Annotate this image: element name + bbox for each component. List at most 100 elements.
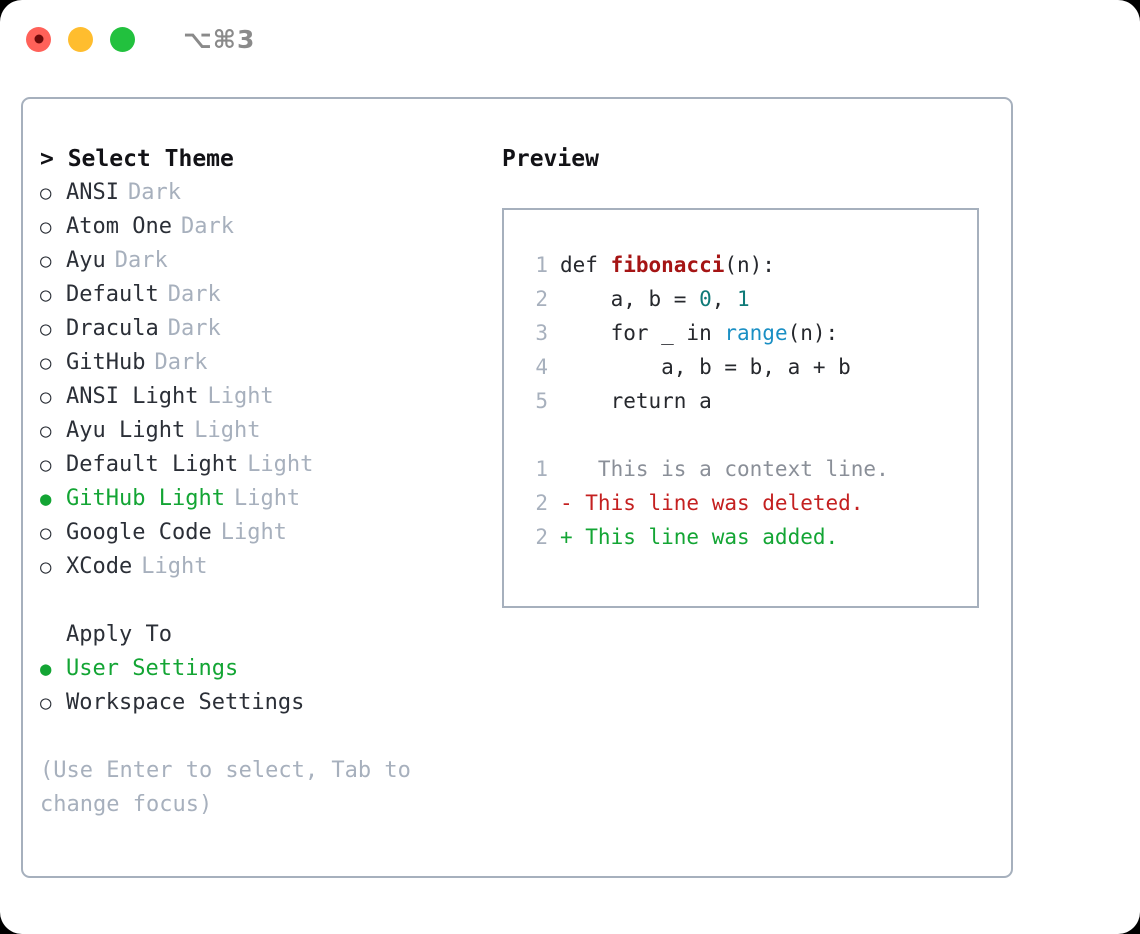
code-token-plain: for _ in <box>560 321 725 345</box>
theme-option-badge: Light <box>247 452 314 477</box>
theme-option-label: Ayu Light <box>66 418 186 443</box>
diff-line-context: 1 This is a context line. <box>522 452 977 486</box>
code-diff-gap <box>522 418 977 452</box>
theme-option-label: GitHub <box>66 350 146 375</box>
code-token-fn: fibonacci <box>610 253 725 277</box>
code-line: 4 a, b = b, a + b <box>522 350 977 384</box>
radio-unselected-icon: ○ <box>40 454 52 476</box>
diff-line-text: - This line was deleted. <box>560 491 864 515</box>
line-number: 2 <box>535 491 548 515</box>
line-number: 1 <box>535 457 548 481</box>
theme-option-label: Default Light <box>66 452 239 477</box>
theme-option-badge: Dark <box>167 316 221 341</box>
apply-to-option-label: Workspace Settings <box>66 690 305 715</box>
code-line: 3 for _ in range(n): <box>522 316 977 350</box>
radio-unselected-icon: ○ <box>40 250 52 272</box>
code-token-plain: return a <box>560 389 712 413</box>
diff-line-added: 2 + This line was added. <box>522 520 977 554</box>
theme-option-badge: Light <box>141 554 208 579</box>
radio-unselected-icon: ○ <box>40 692 52 714</box>
theme-option-label: ANSI Light <box>66 384 199 409</box>
code-token-num: 1 <box>737 287 750 311</box>
code-line-text: a, b = 0, 1 <box>560 282 750 316</box>
theme-option-label: ANSI <box>66 180 119 205</box>
close-button[interactable] <box>26 26 51 52</box>
list-spacer <box>40 584 500 618</box>
theme-option-ansi[interactable]: ○ ANSI Dark <box>40 176 500 210</box>
theme-option-label: GitHub Light <box>66 486 225 511</box>
apply-to-option-label: User Settings <box>66 656 239 681</box>
window-titlebar: ⌥⌘3 <box>0 0 1140 78</box>
preview-title: Preview <box>502 146 599 172</box>
theme-option-badge: Light <box>194 418 261 443</box>
theme-option-label: Google Code <box>66 520 212 545</box>
theme-option-google-code[interactable]: ○ Google Code Light <box>40 516 500 550</box>
diff-line-text: This is a context line. <box>560 457 889 481</box>
theme-option-atom-one[interactable]: ○ Atom One Dark <box>40 210 500 244</box>
radio-unselected-icon: ○ <box>40 420 52 442</box>
theme-option-ayu-light[interactable]: ○ Ayu Light Light <box>40 414 500 448</box>
code-line-text: def fibonacci(n): <box>560 248 775 282</box>
radio-unselected-icon: ○ <box>40 352 52 374</box>
theme-option-dracula[interactable]: ○ Dracula Dark <box>40 312 500 346</box>
apply-to-option-workspace-settings[interactable]: ○ Workspace Settings <box>40 686 500 720</box>
keyboard-shortcut-label: ⌥⌘3 <box>183 24 256 54</box>
apply-to-list: ● User Settings ○ Workspace Settings <box>40 652 500 720</box>
line-number: 3 <box>535 321 548 345</box>
theme-option-badge: Dark <box>180 214 234 239</box>
apply-to-header: Apply To <box>66 622 172 647</box>
theme-option-default-light[interactable]: ○ Default Light Light <box>40 448 500 482</box>
keyboard-hint: (Use Enter to select, Tab to change focu… <box>40 758 411 817</box>
theme-picker-header: > Select Theme <box>40 146 234 172</box>
radio-unselected-icon: ○ <box>40 182 52 204</box>
theme-option-github[interactable]: ○ GitHub Dark <box>40 346 500 380</box>
maximize-button[interactable] <box>110 26 135 52</box>
line-number: 5 <box>535 389 548 413</box>
code-line-text: return a <box>560 384 712 418</box>
diff-line-text: + This line was added. <box>560 525 839 549</box>
theme-option-label: Default <box>66 282 159 307</box>
code-line-text: for _ in range(n): <box>560 316 839 350</box>
radio-selected-icon: ● <box>40 658 52 680</box>
theme-option-badge: Light <box>220 520 287 545</box>
theme-option-label: Dracula <box>66 316 159 341</box>
radio-unselected-icon: ○ <box>40 522 52 544</box>
radio-unselected-icon: ○ <box>40 216 52 238</box>
theme-option-badge: Dark <box>154 350 208 375</box>
code-token-plain: a, b = b, a + b <box>560 355 851 379</box>
traffic-lights <box>26 26 135 52</box>
line-number: 2 <box>535 525 548 549</box>
radio-unselected-icon: ○ <box>40 318 52 340</box>
code-line-text: a, b = b, a + b <box>560 350 851 384</box>
line-number: 4 <box>535 355 548 379</box>
theme-option-badge: Dark <box>127 180 181 205</box>
minimize-button[interactable] <box>68 26 93 52</box>
theme-option-badge: Dark <box>114 248 168 273</box>
code-token-num: 0 <box>699 287 712 311</box>
code-token-plain: , <box>711 287 738 311</box>
diff-sample: 1 This is a context line. 2 - This line wa… <box>522 452 977 554</box>
theme-option-label: Atom One <box>66 214 172 239</box>
theme-option-badge: Dark <box>167 282 221 307</box>
code-line: 2 a, b = 0, 1 <box>522 282 977 316</box>
theme-option-badge: Light <box>233 486 301 511</box>
code-token-plain: def <box>560 253 611 277</box>
apply-to-option-user-settings[interactable]: ● User Settings <box>40 652 500 686</box>
recording-indicator-icon <box>34 34 43 44</box>
line-number: 1 <box>535 253 548 277</box>
code-token-plain: (n): <box>724 253 775 277</box>
code-token-plain: a, b = <box>560 287 700 311</box>
theme-option-badge: Light <box>207 384 274 409</box>
code-token-call: range <box>724 321 788 345</box>
